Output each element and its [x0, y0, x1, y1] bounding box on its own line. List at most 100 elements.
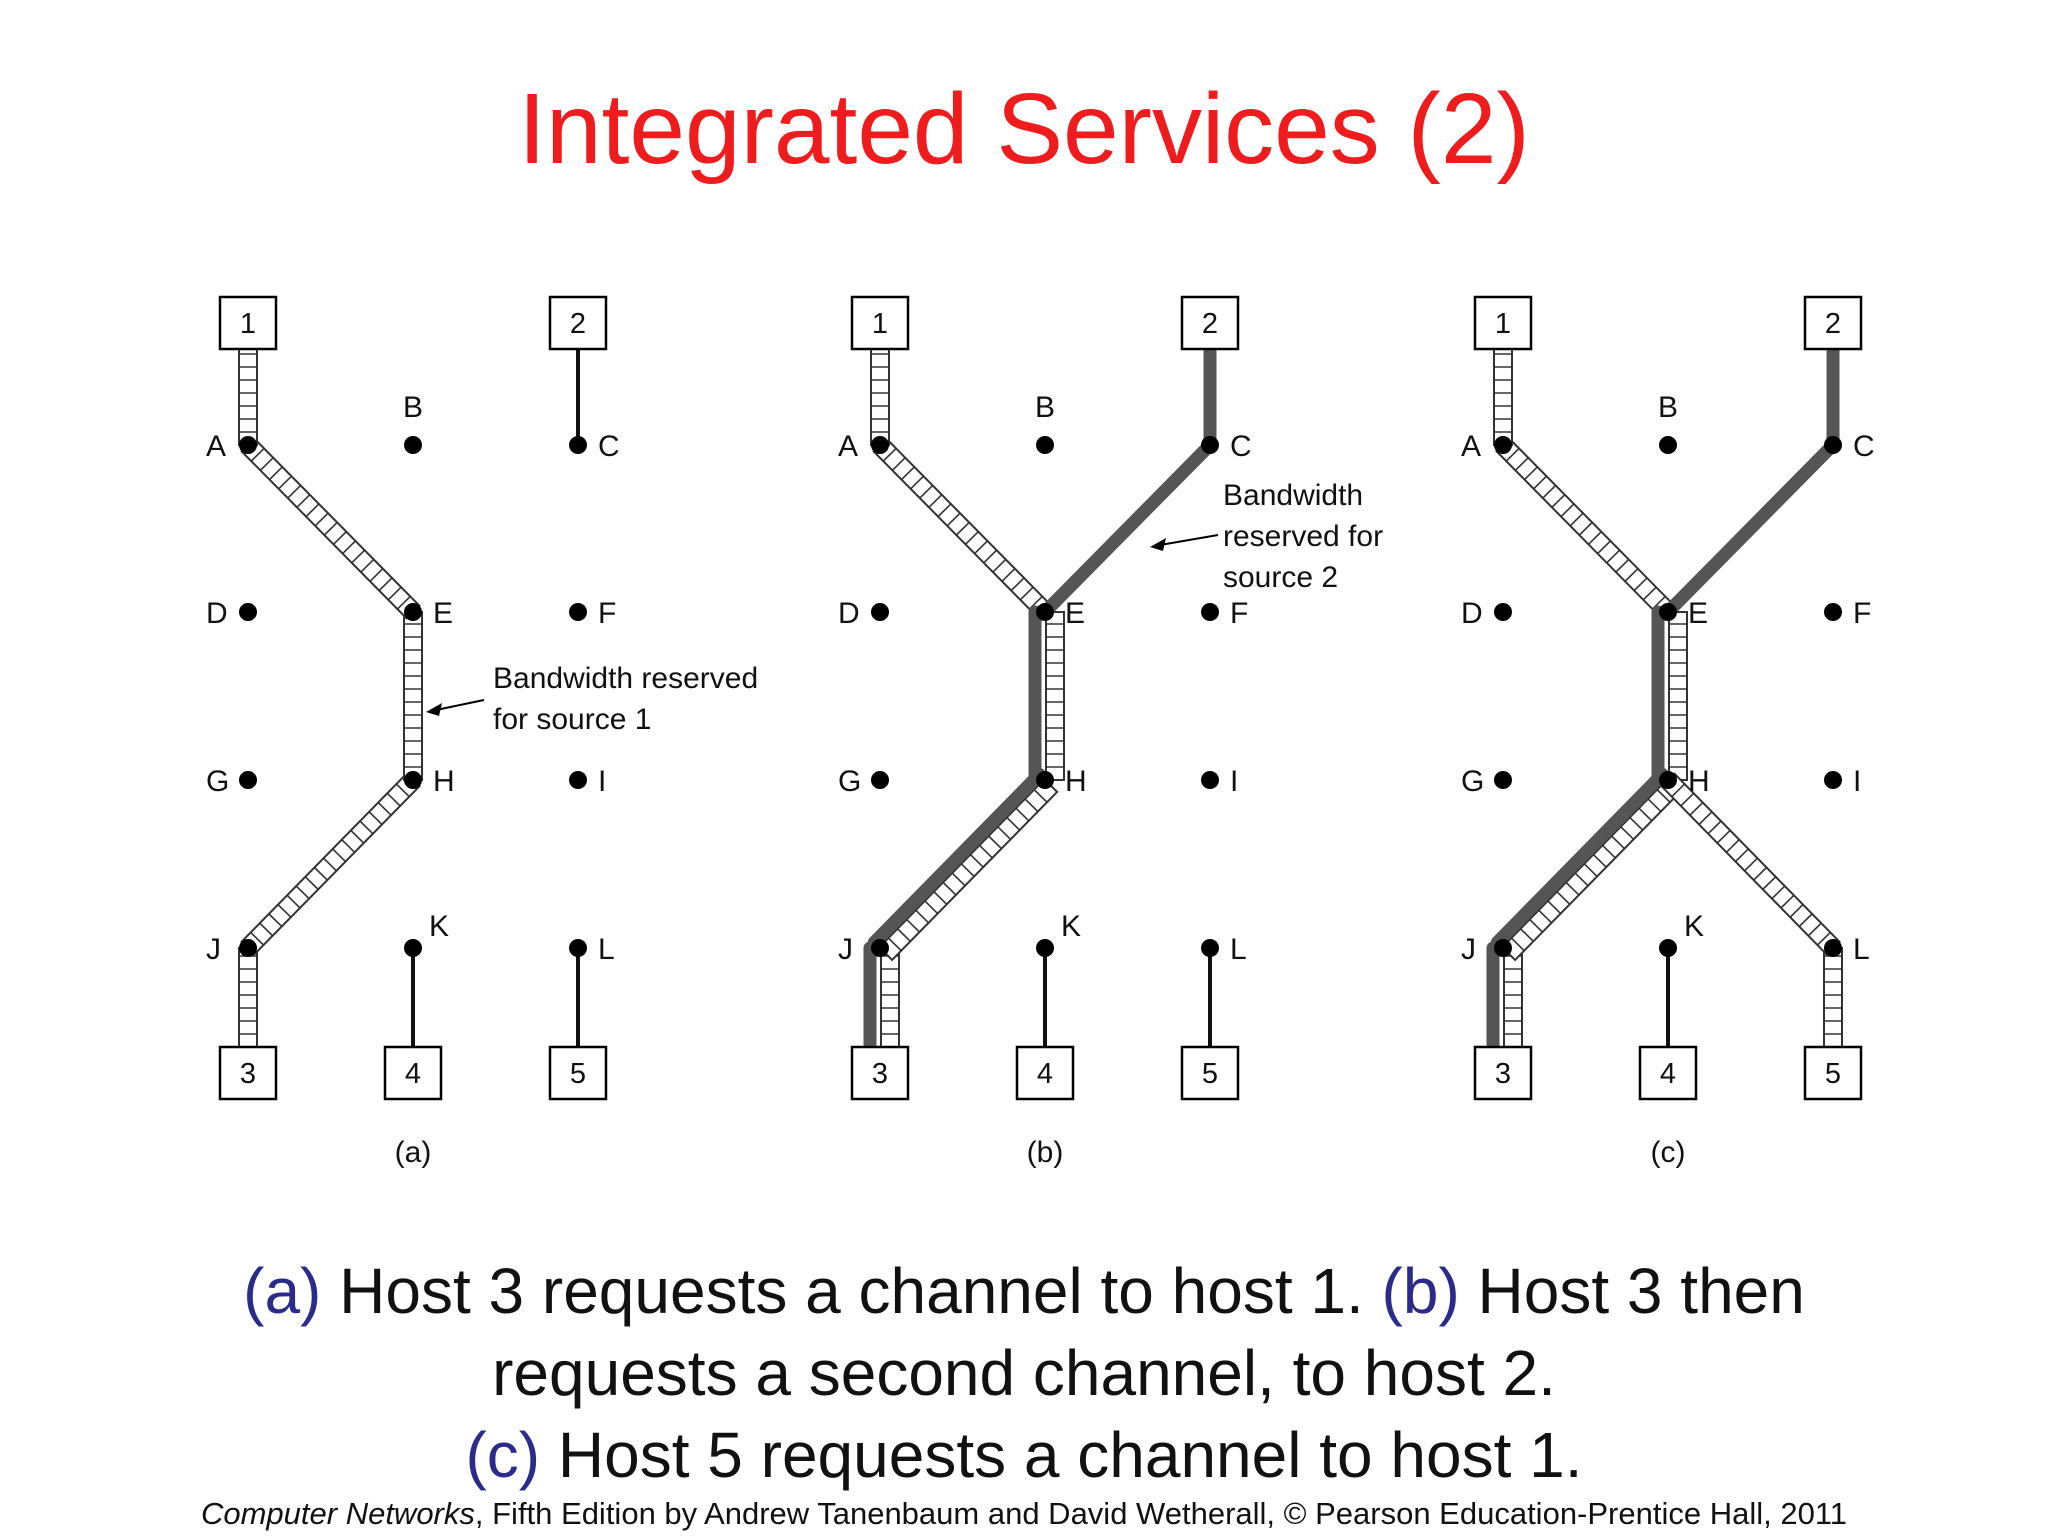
host-5-box: [1180, 1045, 1240, 1101]
router-i-label: I: [1853, 765, 1861, 798]
router-b-dot: [1659, 436, 1677, 454]
hatch-rung: [1538, 909, 1553, 924]
host-5-label: 5: [570, 1058, 586, 1090]
router-a-label: A: [838, 430, 858, 463]
hatch-rung: [360, 558, 375, 573]
router-d-dot: [871, 603, 889, 621]
hatch-rung: [287, 484, 302, 499]
annotation-text: Bandwidth reserved: [493, 662, 758, 695]
hatch-rung: [286, 894, 301, 909]
hatch-rung: [1816, 931, 1831, 946]
hatch-rung: [396, 595, 411, 610]
hatch-rung: [1015, 807, 1030, 822]
host-3-box: [850, 1045, 910, 1101]
router-a-dot: [871, 436, 889, 454]
hatch-rung: [1565, 881, 1580, 896]
host-2-box: [1803, 295, 1863, 351]
caption-line-3: (c) Host 5 requests a channel to host 1.: [0, 1414, 2048, 1496]
hatch-rung: [960, 863, 975, 878]
hatch-rung: [368, 811, 383, 826]
hatch-rung: [359, 820, 374, 835]
router-h-label: H: [1688, 765, 1710, 798]
hatch-rung: [1547, 900, 1562, 915]
host-1-box: [218, 295, 278, 351]
hatch-rung: [1569, 512, 1584, 527]
hatch-rung: [978, 844, 993, 859]
hatch-rung: [1611, 835, 1625, 850]
router-a-label: A: [206, 430, 226, 463]
hatch-rung: [896, 928, 911, 942]
hatch-rung: [268, 466, 283, 481]
reserved-channel-hatched: [1500, 777, 1682, 962]
annotation-arrowhead: [426, 703, 442, 716]
caption-line-2: requests a second channel, to host 2.: [492, 1337, 1556, 1409]
router-l-label: L: [598, 933, 615, 966]
hatch-rung: [386, 792, 401, 807]
router-g-dot: [1494, 771, 1512, 789]
hatch-rung: [395, 783, 410, 798]
annotation-arrow: [435, 699, 485, 711]
hatch-rung: [906, 918, 921, 933]
hatch-rung: [1574, 872, 1589, 887]
router-e-dot: [1036, 603, 1054, 621]
hatch-rung: [1510, 937, 1525, 952]
hatch-rung: [1798, 913, 1813, 928]
router-f-label: F: [598, 597, 616, 630]
host-2-box: [1180, 295, 1240, 351]
router-a-label: A: [1461, 430, 1481, 463]
router-d-label: D: [1461, 597, 1483, 630]
router-k-label: K: [1061, 910, 1081, 943]
router-l-label: L: [1230, 933, 1247, 966]
hatch-rung: [933, 891, 948, 905]
router-c-dot: [1824, 436, 1842, 454]
hatch-rung: [988, 835, 1002, 850]
router-g-label: G: [206, 765, 229, 798]
hatch-rung: [1656, 789, 1671, 803]
host-4-label: 4: [405, 1058, 421, 1090]
router-f-label: F: [1230, 597, 1248, 630]
router-i-dot: [1824, 771, 1842, 789]
hatch-rung: [1716, 829, 1731, 844]
hatch-rung: [1789, 904, 1804, 918]
hatch-rung: [250, 931, 265, 946]
host-3-box: [1473, 1045, 1533, 1101]
hatch-rung: [1601, 844, 1616, 859]
router-h-dot: [1036, 771, 1054, 789]
host-3-label: 3: [1495, 1058, 1511, 1090]
hatch-rung: [277, 904, 292, 918]
annotation-text: for source 1: [493, 703, 651, 736]
router-l-dot: [569, 939, 587, 957]
hatch-rung: [946, 512, 961, 527]
router-i-label: I: [1230, 765, 1238, 798]
reserved-channel-hatched: [872, 437, 1053, 620]
hatch-rung: [1583, 863, 1598, 878]
router-k-dot: [404, 939, 422, 957]
reserved-channel-hatched: [240, 437, 421, 620]
router-g-dot: [239, 771, 257, 789]
reserved-channel-solid: [1661, 438, 1840, 619]
hatch-rung: [1671, 783, 1686, 798]
annotation-arrowhead: [1150, 538, 1166, 551]
hatch-rung: [919, 484, 934, 499]
hatch-rung: [1578, 521, 1593, 536]
hatch-rung: [314, 512, 329, 527]
hatch-rung: [983, 549, 998, 564]
hatch-rung: [1024, 798, 1039, 813]
router-f-dot: [1824, 603, 1842, 621]
caption-text-c: Host 5 requests a channel to host 1.: [540, 1419, 1583, 1491]
router-f-label: F: [1853, 597, 1871, 630]
hatch-rung: [974, 540, 989, 555]
host-2-label: 2: [570, 308, 586, 340]
hatch-rung: [1505, 447, 1520, 462]
reserved-channel-hatched: [1045, 611, 1065, 781]
hatch-rung: [955, 521, 970, 536]
hatch-rung: [1629, 816, 1644, 831]
router-c-label: C: [598, 430, 620, 463]
hatch-rung: [387, 586, 402, 601]
hatch-rung: [942, 881, 957, 896]
router-e-label: E: [1065, 597, 1085, 630]
host-3-label: 3: [872, 1058, 888, 1090]
hatch-rung: [1807, 922, 1822, 937]
